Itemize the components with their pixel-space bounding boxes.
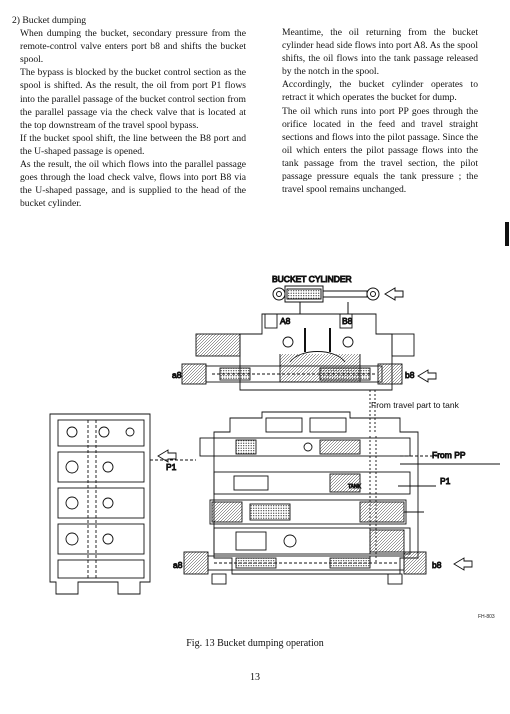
lower-valve-body: From PP P1 TANK: [199, 411, 500, 575]
port-p1-label-left: P1: [166, 462, 177, 472]
pilot-a8-label-bottom: a8: [173, 560, 183, 570]
tank-label: TANK: [348, 484, 362, 490]
lower-spool-section: a8 b8: [173, 551, 473, 585]
side-section-view: P1: [49, 413, 196, 595]
paragraph: Accordingly, the bucket cylinder operate…: [282, 79, 478, 104]
port-b8-label: B8: [342, 316, 353, 326]
upper-valve-section: A8 B8 a8 b8: [172, 313, 437, 432]
port-p1-label-right: P1: [440, 476, 451, 486]
paragraph: Meantime, the oil returning from the buc…: [282, 27, 478, 78]
arrow-icon: [384, 287, 404, 301]
from-pp-label: From PP: [432, 450, 466, 460]
paragraph: When dumping the bucket, secondary press…: [20, 28, 246, 66]
arrow-icon: [453, 557, 473, 571]
paragraph: If the bucket spool shift, the line betw…: [20, 132, 246, 157]
arrow-icon: [417, 369, 437, 383]
paragraph: The bypass is blocked by the bucket cont…: [20, 67, 246, 131]
bucket-cylinder: BUCKET CYLINDER: [272, 274, 404, 314]
paragraph: As the result, the oil which flows into …: [20, 159, 246, 210]
text-column-right: Meantime, the oil returning from the buc…: [282, 26, 478, 196]
page-number: 13: [250, 672, 260, 683]
page-edge-tab-mark: [505, 222, 509, 246]
section-heading: 2) Bucket dumping: [12, 15, 87, 26]
bucket-cylinder-label: BUCKET CYLINDER: [272, 274, 352, 284]
bucket-dumping-diagram: BUCKET CYLINDER A8 B8 a8 b8 From travel …: [49, 274, 500, 620]
figure-code: FH-803: [478, 614, 495, 620]
pilot-a8-label-top: a8: [172, 370, 182, 380]
arrow-icon: [157, 449, 177, 463]
port-a8-label: A8: [280, 316, 291, 326]
figure-caption: Fig. 13 Bucket dumping operation: [186, 638, 324, 649]
pilot-b8-label-bottom: b8: [432, 560, 442, 570]
paragraph: The oil which runs into port PP goes thr…: [282, 105, 478, 196]
pilot-b8-label-top: b8: [405, 370, 415, 380]
from-travel-label: From travel part to tank: [371, 400, 460, 410]
text-column-left: 2) Bucket dumping When dumping the bucke…: [12, 14, 246, 210]
